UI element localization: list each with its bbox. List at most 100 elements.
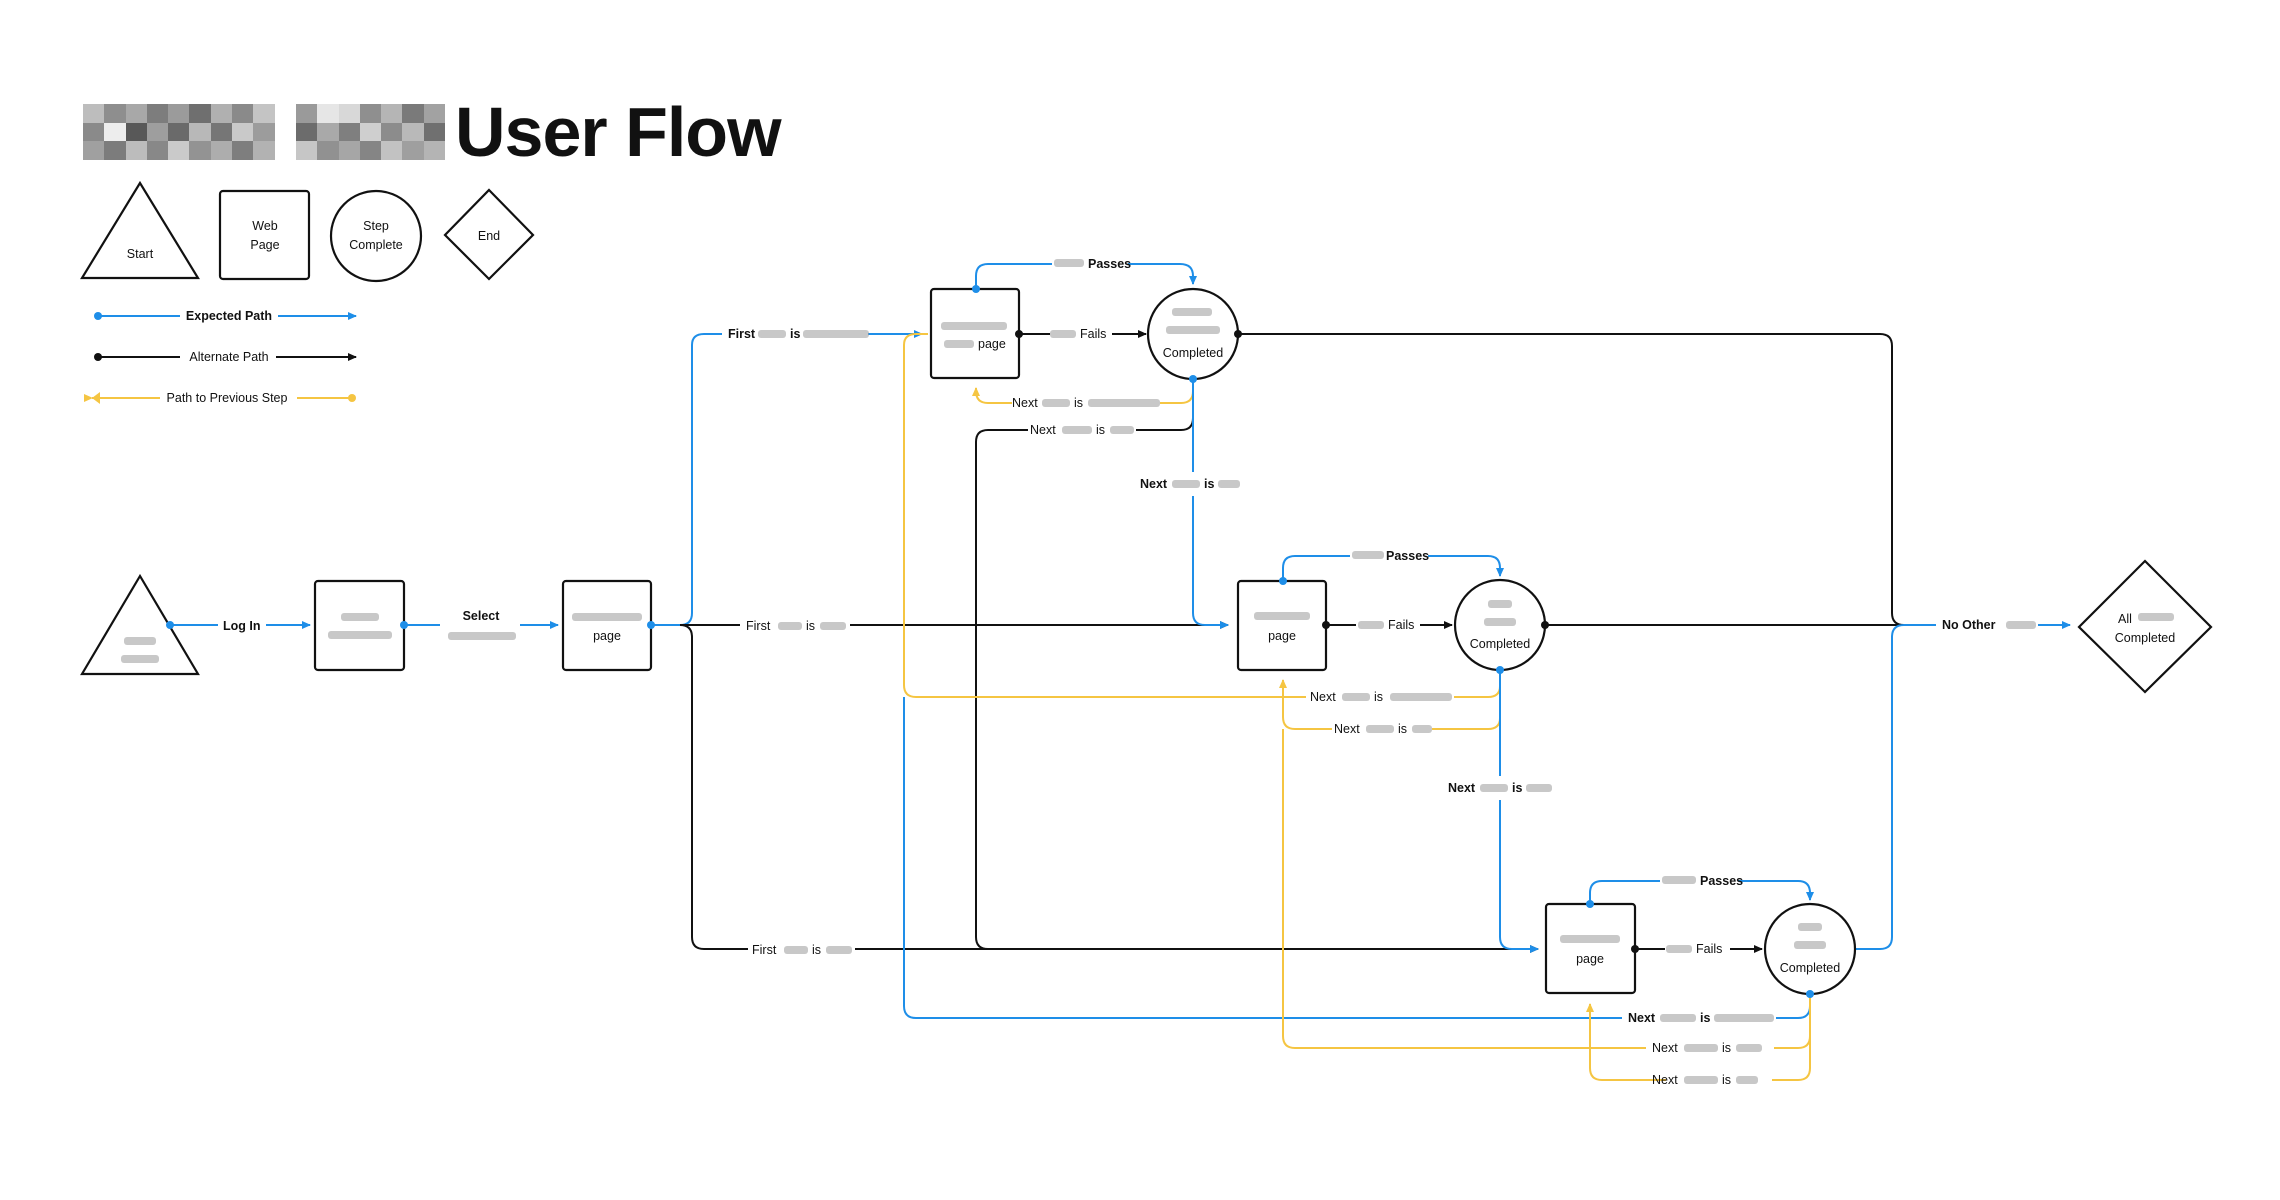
label-next-exp-upper: Next [1140,477,1168,491]
legend-start-triangle [80,180,200,280]
logo-pixel [338,141,360,160]
logo-pixel [146,104,169,123]
logo-pixel [381,122,403,142]
legend-previous-step: Path to Previous Step [167,391,288,405]
label-passes-lower: Passes [1700,874,1743,888]
upper-page-node [929,287,1021,380]
logo-pixel [317,104,339,123]
logo-pixel [295,122,318,142]
label-next-prev-mid-a: Next [1310,690,1336,704]
logo-pixel [189,122,211,142]
logo-pixel [232,141,254,160]
logo-pixel [317,141,339,160]
logo-pixel [295,104,318,123]
label-next-alt-upper: Next [1030,423,1056,437]
label-log-in: Log In [223,619,261,633]
logo-pixel [423,104,445,123]
logo-pixel [83,104,105,123]
label-next-prev-lower-b-is: is [1722,1073,1731,1087]
logo-pixel [168,141,190,160]
dashboard-page-node [313,579,406,672]
edge-labels: Log In Select First is First is First is… [223,257,2036,1087]
logo-pixel [146,141,169,160]
logo-pixel [274,122,296,142]
logo-pixel [402,141,424,160]
label-first-upper: First [728,327,756,341]
legend: Start Web Page Step Complete End Expecte… [80,180,535,405]
logo-pixel [104,141,126,160]
logo-pixel [125,141,147,160]
legend-step-label-1: Step [363,219,389,233]
logo-pixel [83,122,105,142]
flow-nodes: page page Completed page Completed page … [80,287,2213,996]
logo-pixel [253,141,275,160]
logo-pixel [423,122,445,142]
pixelated-logo [83,104,445,160]
legend-webpage-square [218,189,311,281]
logo-pixel [423,141,445,160]
lower-page-node [1544,902,1637,995]
label-next-exp-upper-is: is [1204,477,1214,491]
legend-step-label-2: Complete [349,238,403,252]
label-first-lower: First [752,943,777,957]
select-page-label: page [593,629,621,643]
lower-page-label: page [1576,952,1604,966]
label-passes-upper: Passes [1088,257,1131,271]
logo-pixel [210,104,233,123]
label-next-prev-mid-a-is: is [1374,690,1383,704]
logo-pixel [104,122,126,142]
logo-pixel [189,104,211,123]
logo-pixel [253,122,275,142]
label-next-prev-lower-b: Next [1652,1073,1678,1087]
label-next-prev-upper-is: is [1074,396,1083,410]
label-next-prev-lower-a-is: is [1722,1041,1731,1055]
logo-pixel [359,122,382,142]
end-label-1: All [2118,612,2132,626]
legend-alternate-path: Alternate Path [189,350,268,364]
mid-page-label: page [1268,629,1296,643]
logo-pixel [274,141,296,160]
connector-dots [166,285,1814,998]
label-next-prev-upper: Next [1012,396,1038,410]
logo-pixel [359,141,382,160]
label-next-alt-upper-is: is [1096,423,1105,437]
label-select: Select [463,609,501,623]
legend-end-diamond [443,188,535,281]
logo-pixel [338,104,360,123]
label-next-prev-mid-b-is: is [1398,722,1407,736]
logo-pixel [402,122,424,142]
label-next-prev-mid-b: Next [1334,722,1360,736]
logo-pixel [381,104,403,123]
logo-pixel [295,141,318,160]
legend-webpage-label-2: Page [250,238,279,252]
logo-pixel [274,104,296,123]
legend-end-label: End [478,229,500,243]
legend-step-circle [329,189,423,283]
logo-pixel [83,141,105,160]
connectors [170,263,2071,1081]
end-label-2: Completed [2115,631,2175,645]
legend-expected-path: Expected Path [186,309,272,323]
label-next-exp-lower-is: is [1700,1011,1710,1025]
label-first-mid: First [746,619,771,633]
logo-pixel [104,104,126,123]
label-passes-mid: Passes [1386,549,1429,563]
legend-start-label: Start [127,247,154,261]
label-fails-upper: Fails [1080,327,1106,341]
label-first-lower-is: is [812,943,821,957]
label-next-exp-mid: Next [1448,781,1476,795]
select-page-node [561,579,653,672]
logo-pixel [359,104,382,123]
logo-pixel [253,104,275,123]
logo-pixel [232,104,254,123]
logo-pixel [168,122,190,142]
logo-pixel [317,122,339,142]
logo-pixel [125,122,147,142]
label-no-other: No Other [1942,618,1996,632]
logo-pixel [338,122,360,142]
end-node [2077,559,2213,694]
page-title: User Flow [455,93,782,171]
logo-pixel [168,104,190,123]
label-next-prev-lower-a: Next [1652,1041,1678,1055]
